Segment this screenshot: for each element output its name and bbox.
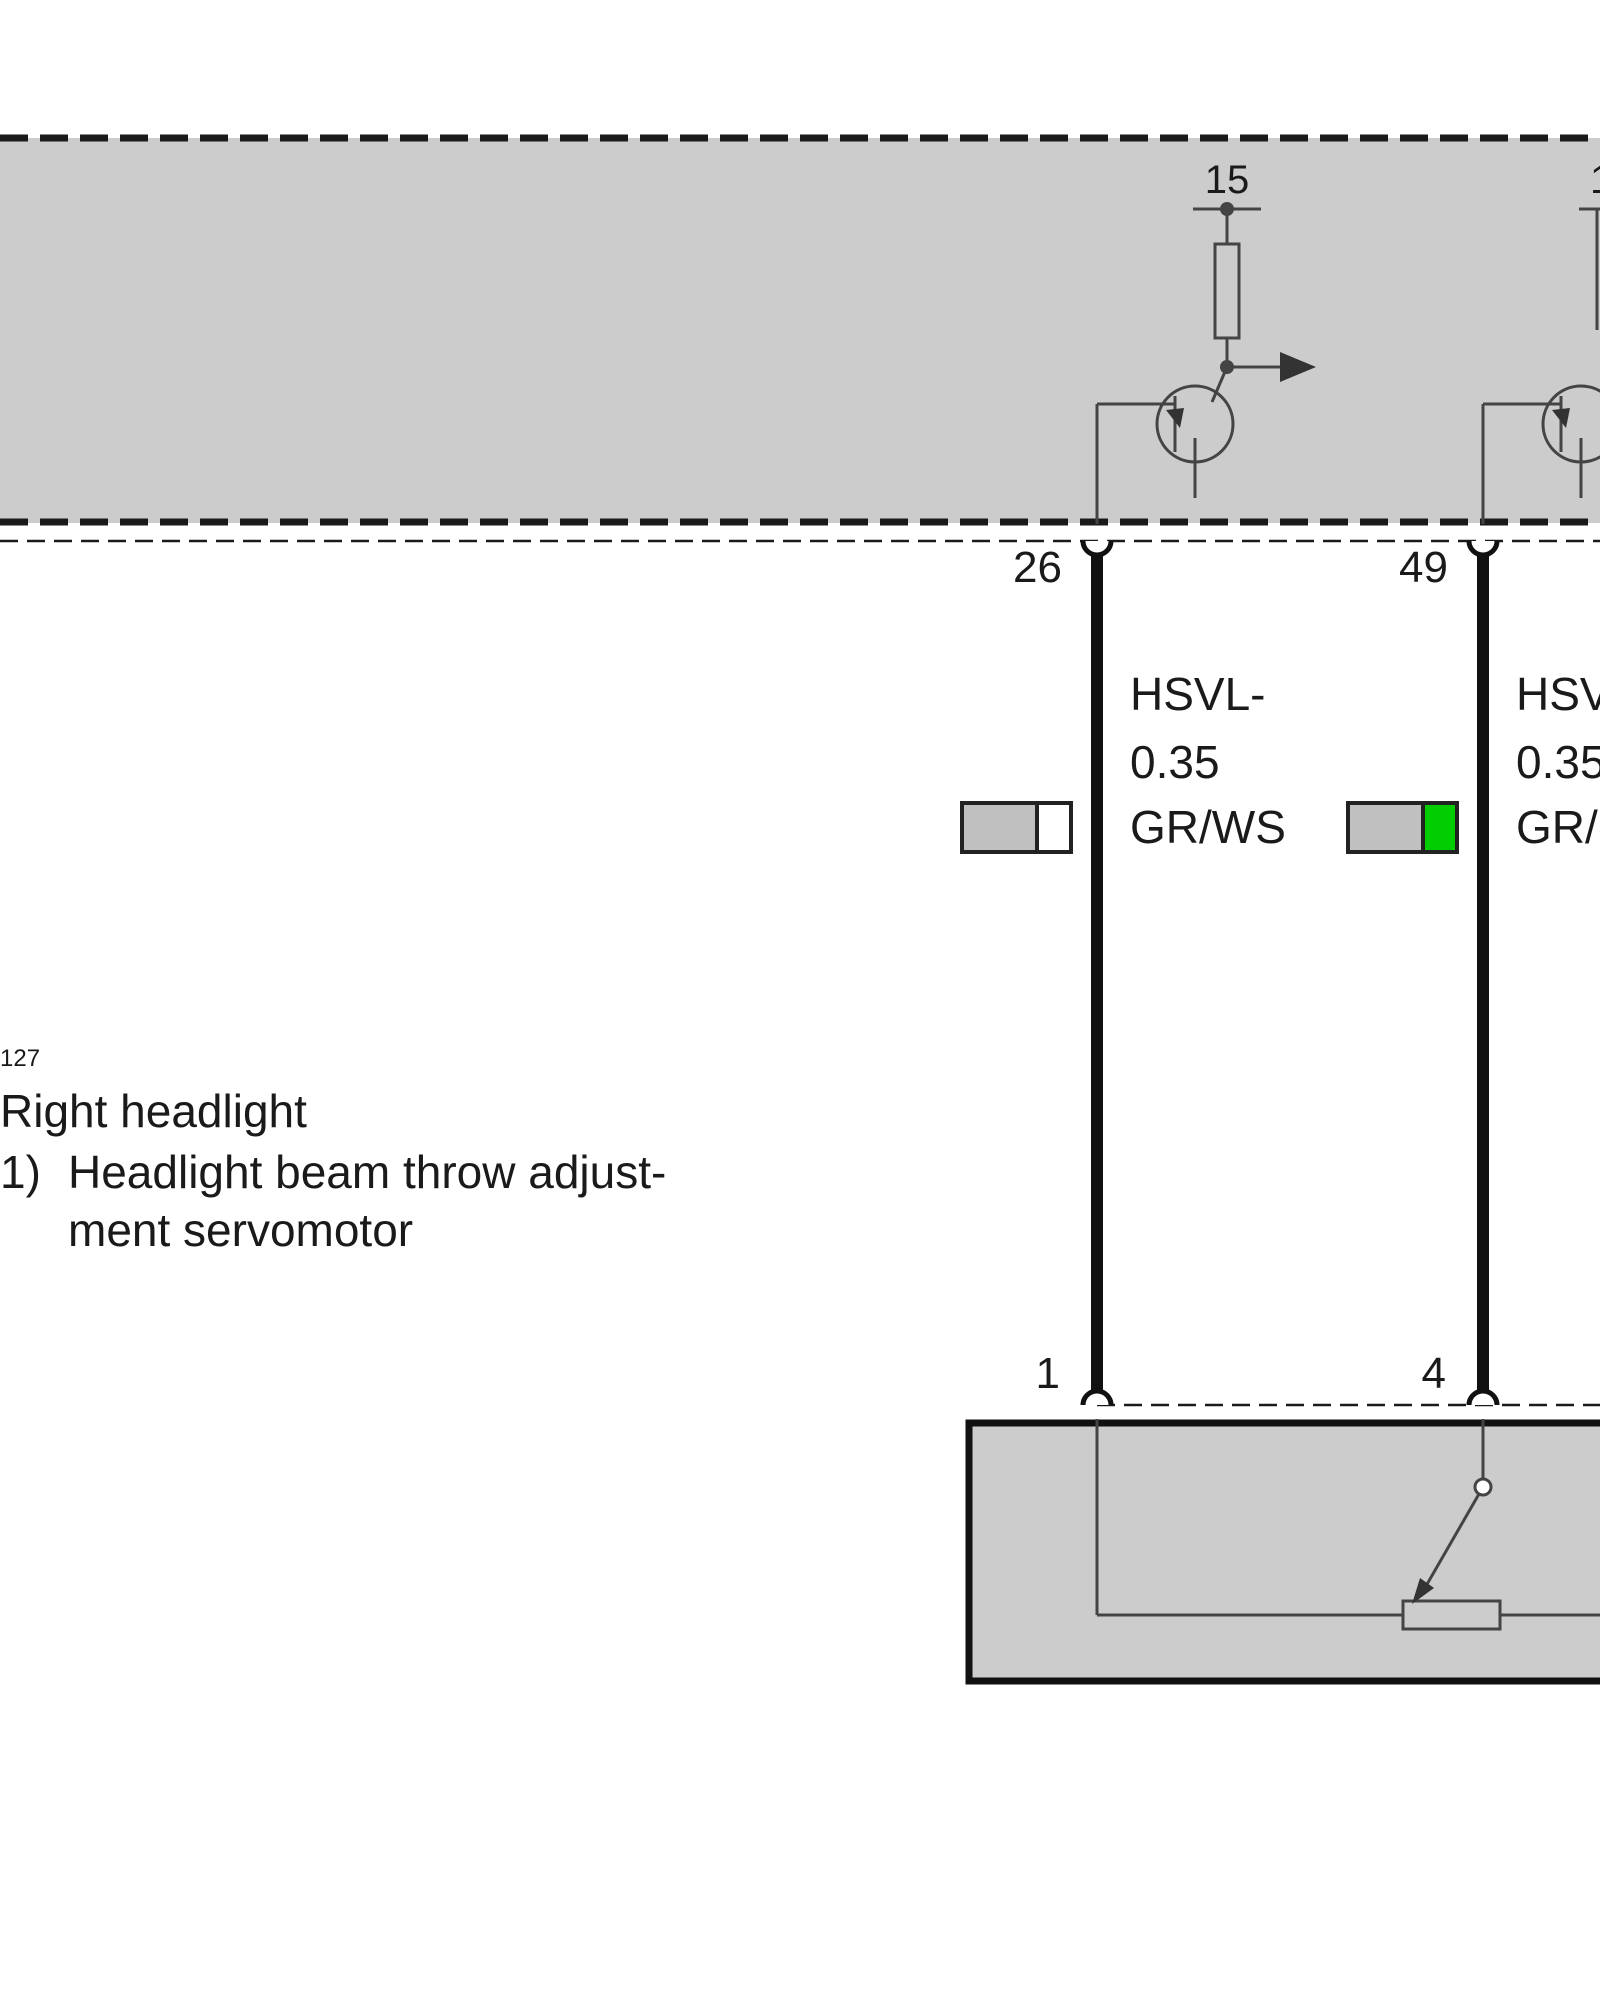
potentiometer — [1095, 1419, 1600, 1631]
wire-label-26-size: 0.35 — [1130, 736, 1220, 788]
wire-label-26-name: HSVL- — [1130, 668, 1265, 720]
supply-label-15: 15 — [1205, 158, 1250, 202]
wiper-arrow-icon — [1412, 1578, 1434, 1604]
wire-color-swatch-26 — [960, 801, 1073, 854]
wiper-pivot — [1473, 1477, 1493, 1497]
legend-item-number: 1) — [0, 1146, 41, 1198]
wire-label-49-color: GR/ — [1516, 801, 1598, 853]
legend-item-text-2: ment servomotor — [68, 1204, 413, 1256]
driver-circuit-1 — [1095, 207, 1285, 524]
wire-color-swatch-49 — [1346, 801, 1459, 854]
wire-label-49-size: 0.35 — [1516, 736, 1600, 788]
supply-label-partial: 1 — [1590, 158, 1600, 202]
legend-item-text-1: Headlight beam throw adjust- — [68, 1146, 666, 1198]
pin-label-bottom-1: 1 — [1036, 1349, 1060, 1398]
control-unit-box — [0, 138, 1600, 523]
legend-title: Right headlight — [0, 1085, 307, 1137]
pin-label-bottom-4: 4 — [1422, 1349, 1446, 1398]
pin-connector-bottom-4 — [1466, 1388, 1500, 1406]
emitter-arrow-icon — [1166, 408, 1184, 428]
driver-circuit-2 — [1481, 207, 1600, 524]
wire-label-26-color: GR/WS — [1130, 801, 1286, 853]
pin-connector-top-26 — [1080, 540, 1114, 558]
signal-arrow-icon — [1280, 352, 1316, 382]
junction-dot — [1220, 360, 1234, 374]
pin-connector-top-49 — [1466, 540, 1500, 558]
emitter-arrow-icon — [1552, 408, 1570, 428]
pin-label-top-26: 26 — [1013, 543, 1062, 592]
pin-connector-bottom-1 — [1080, 1388, 1114, 1406]
junction-dot — [1220, 202, 1234, 216]
wire-label-49-name: HSV — [1516, 668, 1600, 720]
legend-ref: 127 — [0, 1045, 40, 1072]
servomotor-box — [965, 1419, 1600, 1685]
pin-label-top-49: 49 — [1399, 543, 1448, 592]
